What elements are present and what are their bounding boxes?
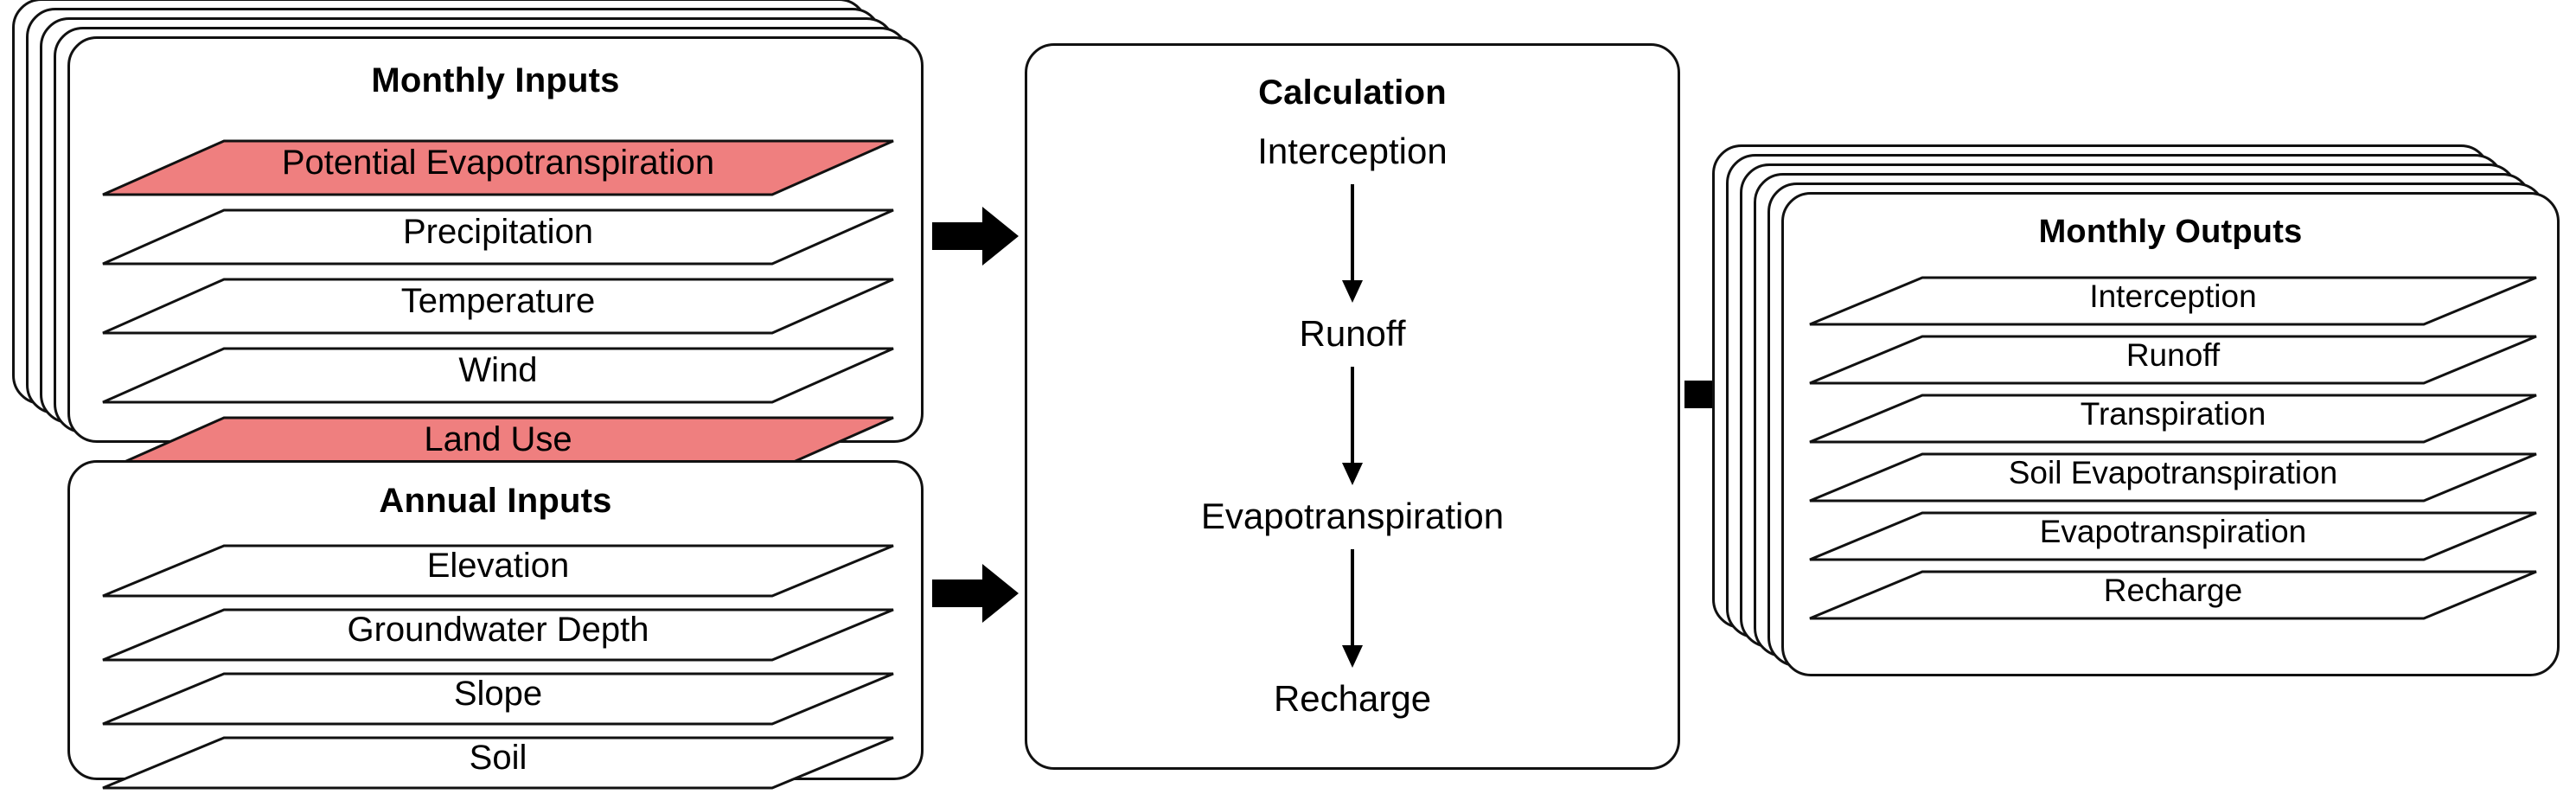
calculation-panel-title: Calculation [1258,74,1447,112]
monthly-inputs-panel-title: Monthly Inputs [371,61,620,99]
arrow-monthly-inputs-to-calculation [932,205,1019,267]
layer-parallelogram[interactable] [1809,394,2537,444]
calculation-flow-arrow [1335,549,1370,668]
layer-parallelogram[interactable] [102,672,894,726]
annual-inputs-panel-title: Annual Inputs [379,482,612,520]
monthly-inputs-panel-layer-shapes [102,139,894,473]
layer-parallelogram[interactable] [1809,570,2537,620]
calculation-step[interactable]: Runoff [1299,313,1406,354]
arrow-annual-inputs-to-calculation [932,562,1019,624]
monthly-outputs-panel-title: Monthly Outputs [2038,214,2303,250]
layer-parallelogram[interactable] [102,278,894,335]
calculation-flow-arrow [1335,184,1370,303]
layer-parallelogram[interactable] [1809,276,2537,326]
layer-parallelogram[interactable] [102,544,894,598]
layer-parallelogram[interactable] [1809,452,2537,503]
layer-parallelogram[interactable] [1809,335,2537,385]
layer-parallelogram[interactable] [102,208,894,266]
layer-parallelogram[interactable] [102,736,894,790]
annual-inputs-panel-layer-shapes [102,544,894,790]
calculation-step[interactable]: Recharge [1273,678,1432,719]
monthly-outputs-panel-layer-shapes [1809,276,2537,620]
layer-parallelogram[interactable] [102,347,894,404]
layer-parallelogram[interactable] [102,608,894,662]
calculation-step[interactable]: Evapotranspiration [1200,496,1505,536]
calculation-step[interactable]: Interception [1257,131,1448,171]
layer-parallelogram[interactable] [1809,511,2537,561]
layer-parallelogram[interactable] [102,139,894,196]
calculation-flow-arrow [1335,367,1370,485]
